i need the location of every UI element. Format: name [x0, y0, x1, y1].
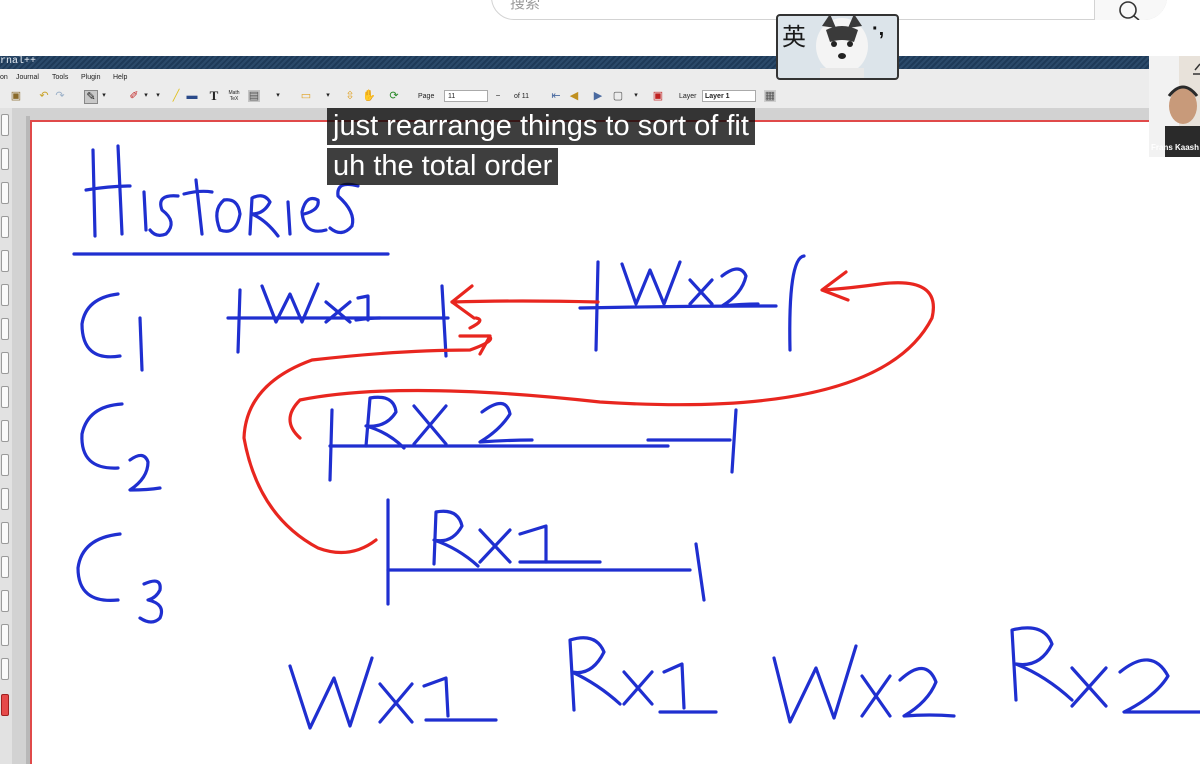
page-dropdown-icon[interactable]: ▾: [634, 92, 638, 99]
left-panel-button[interactable]: [1, 182, 9, 204]
page-number-input[interactable]: 11: [444, 90, 488, 102]
ink-op-rx2: [328, 395, 738, 482]
refresh-icon[interactable]: ⟳: [389, 90, 399, 102]
layer-add-icon[interactable]: ▦: [764, 90, 776, 102]
eraser-icon[interactable]: ✐: [129, 90, 139, 102]
hand-icon[interactable]: ✋: [362, 90, 376, 102]
window-title: rnal++: [0, 56, 37, 67]
eraser-dropdown-icon[interactable]: ▾: [144, 92, 148, 99]
subtitle-line-2: uh the total order: [327, 148, 559, 185]
ruler-icon[interactable]: ▬: [186, 90, 198, 102]
ink-total-order-wx2: [772, 644, 956, 724]
select-dropdown-icon[interactable]: ▾: [326, 92, 330, 99]
ink-op-wx1: [226, 282, 450, 358]
highlighter-icon[interactable]: ╱: [172, 90, 180, 102]
left-panel-button[interactable]: [1, 624, 9, 646]
page-total: of 11: [514, 93, 530, 100]
page-label: Page: [418, 93, 435, 100]
left-panel: [0, 108, 12, 764]
webcam-presenter: [1149, 56, 1200, 157]
first-page-icon[interactable]: ⇤: [551, 90, 561, 102]
left-panel-button[interactable]: [1, 114, 9, 136]
sticker-text: 英: [782, 23, 806, 51]
husky-image: [816, 16, 868, 78]
presenter-name-tag: Frans Kaash: [1151, 143, 1200, 152]
menu-item-on[interactable]: on: [0, 74, 8, 81]
menu-item-journal[interactable]: Journal: [16, 74, 39, 81]
vertical-space-icon[interactable]: ⇳: [345, 90, 355, 102]
left-panel-button[interactable]: [1, 216, 9, 238]
journal-page[interactable]: [30, 120, 1200, 764]
ink-total-order-rx2: [1010, 626, 1200, 714]
page-down-icon[interactable]: −: [495, 91, 501, 100]
ink-label-c3: [76, 532, 164, 624]
undo-icon[interactable]: ↶: [39, 90, 49, 102]
left-panel-button[interactable]: [1, 148, 9, 170]
text-tool-icon[interactable]: T: [209, 88, 219, 103]
layer-label: Layer: [679, 93, 697, 100]
left-panel-button[interactable]: [1, 556, 9, 578]
ink-arrow-rx2-loop: [288, 270, 935, 440]
pen-icon[interactable]: ✎: [84, 90, 98, 104]
menu-item-help[interactable]: Help: [113, 74, 128, 81]
subtitle-line-1: just rearrange things to sort of fit: [327, 108, 755, 145]
pen-dropdown-icon[interactable]: ▾: [102, 92, 106, 99]
ink-label-c1: [80, 292, 144, 372]
left-panel-button-active[interactable]: [1, 694, 9, 716]
ink-total-order-rx1: [568, 636, 718, 714]
search-divider: [1094, 0, 1095, 20]
left-panel-button[interactable]: [1, 658, 9, 680]
page-shadow: [26, 116, 30, 764]
select-rect-icon[interactable]: ▭: [300, 90, 312, 102]
left-panel-button[interactable]: [1, 318, 9, 340]
ink-arrow-rx1-loop: [242, 316, 493, 555]
left-panel-button[interactable]: [1, 284, 9, 306]
left-panel-button[interactable]: [1, 488, 9, 510]
paste-icon[interactable]: ▣: [10, 90, 22, 102]
next-page-icon[interactable]: ▶: [593, 90, 603, 102]
search-placeholder: 搜索: [510, 0, 541, 12]
presenter-video: [1149, 56, 1200, 157]
delete-page-icon[interactable]: ▣: [652, 90, 664, 102]
menu-item-plugin[interactable]: Plugin: [81, 74, 101, 81]
ink-arrow-wx2-to-wx1: [450, 284, 600, 320]
menu-item-tools[interactable]: Tools: [52, 74, 69, 81]
left-panel-button[interactable]: [1, 522, 9, 544]
ink-op-rx1: [386, 498, 706, 606]
tool-dropdown-icon[interactable]: ▾: [276, 92, 280, 99]
prev-page-icon[interactable]: ◀: [569, 90, 579, 102]
math-tex-icon[interactable]: Math TeX: [228, 90, 240, 102]
left-panel-button[interactable]: [1, 420, 9, 442]
image-tool-icon[interactable]: ▤: [248, 90, 260, 102]
left-panel-button[interactable]: [1, 590, 9, 612]
webcam-sticker: [776, 14, 899, 80]
redo-icon[interactable]: ↷: [55, 90, 65, 102]
ink-op-wx2: [578, 254, 806, 352]
left-panel-button[interactable]: [1, 250, 9, 272]
ink-total-order-wx1: [288, 656, 498, 730]
left-panel-button[interactable]: [1, 454, 9, 476]
search-button[interactable]: [1095, 0, 1167, 21]
ink-title-histories: [72, 144, 390, 256]
ink-label-c2: [80, 402, 162, 492]
search-icon: [1119, 1, 1140, 21]
layer-select[interactable]: Layer 1: [702, 90, 756, 102]
new-page-icon[interactable]: ▢: [612, 90, 624, 102]
left-panel-button[interactable]: [1, 352, 9, 374]
highlighter-dropdown-icon[interactable]: ▾: [156, 92, 160, 99]
sticker-punctuation: ·,: [872, 18, 885, 40]
left-panel-button[interactable]: [1, 386, 9, 408]
